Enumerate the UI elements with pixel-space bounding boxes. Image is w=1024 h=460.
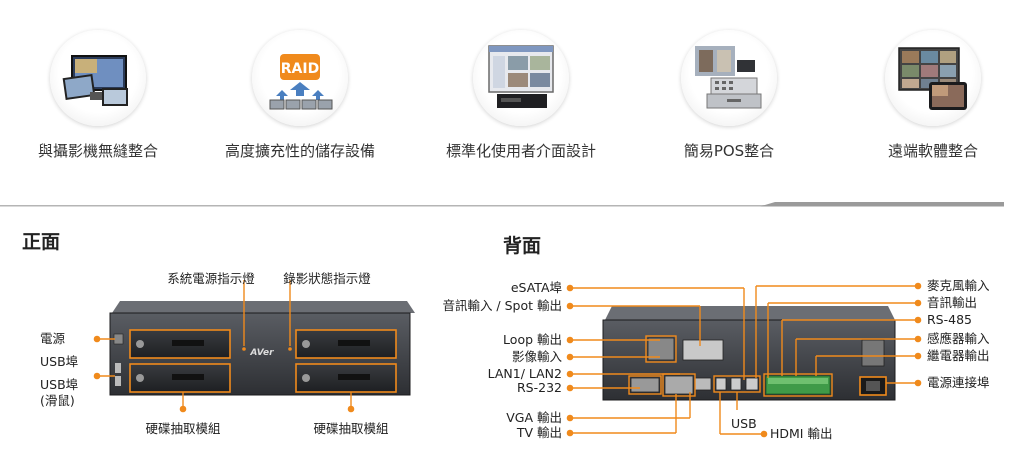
- label-vga-out: VGA 輸出: [506, 410, 562, 425]
- feature-label: 遠端軟體整合: [887, 142, 978, 160]
- label-power-port: 電源連接埠: [927, 375, 990, 390]
- label-video-in: 影像輸入: [512, 349, 563, 364]
- front-title: 正面: [22, 231, 61, 253]
- power-led: [242, 347, 246, 351]
- back-device: [602, 306, 896, 401]
- label-sensor-in: 感應器輸入: [927, 331, 990, 346]
- feature-label: 標準化使用者介面設計: [445, 142, 596, 160]
- label-record-indicator: 錄影狀態指示燈: [283, 271, 371, 286]
- label-hdmi-out: HDMI 輸出: [770, 426, 832, 441]
- user-interface-icon: [473, 30, 569, 126]
- power-button[interactable]: [113, 333, 124, 345]
- label-audio-in-spot: 音訊輸入 / Spot 輸出: [442, 298, 562, 313]
- label-usb-mouse-note: (滑鼠): [40, 393, 75, 408]
- label-mic-in: 麥克風輸入: [927, 278, 990, 293]
- usb-port-front: [115, 363, 121, 373]
- label-rs485: RS-485: [927, 312, 972, 327]
- label-usb-back: USB: [731, 416, 757, 431]
- label-power: 電源: [40, 331, 66, 346]
- feature-label: 高度擴充性的儲存設備: [224, 142, 375, 160]
- label-audio-out: 音訊輸出: [927, 295, 977, 310]
- usb-mouse-port-front: [115, 376, 121, 386]
- front-brand-logo: AVer: [249, 348, 274, 358]
- label-loop-out: Loop 輸出: [503, 332, 562, 347]
- back-callouts-left: [566, 284, 745, 437]
- label-usb: USB埠: [40, 354, 78, 369]
- label-drive-bay-left: 硬碟抽取模組: [145, 421, 220, 436]
- pos-register-icon: [681, 30, 777, 126]
- label-esata: eSATA埠: [511, 280, 562, 295]
- label-lan: LAN1/ LAN2: [488, 366, 562, 381]
- feature-row: 與攝影機無縫整合 RAID 高度擴充性的儲存設備: [0, 0, 1024, 175]
- back-port-highlights: [628, 335, 833, 397]
- label-rs232: RS-232: [517, 380, 562, 395]
- label-relay-out: 繼電器輸出: [927, 348, 990, 363]
- feature-label: 簡易POS整合: [683, 142, 775, 160]
- record-led: [288, 347, 292, 351]
- front-callouts: [93, 280, 355, 413]
- label-tv-out: TV 輸出: [516, 425, 562, 440]
- back-callouts-right: [719, 282, 922, 438]
- raid-storage-icon: RAID: [252, 30, 348, 126]
- front-device: AVer: [109, 301, 415, 396]
- label-usb-mouse: USB埠: [40, 377, 78, 392]
- label-drive-bay-right: 硬碟抽取模組: [313, 421, 388, 436]
- raid-badge-text: RAID: [281, 61, 319, 77]
- feature-label: 與攝影機無縫整合: [37, 142, 158, 160]
- camera-integration-icon: [50, 30, 146, 126]
- back-title: 背面: [503, 235, 542, 257]
- remote-software-icon: [885, 30, 981, 126]
- section-divider: [0, 202, 1004, 207]
- label-power-indicator: 系統電源指示燈: [167, 271, 255, 286]
